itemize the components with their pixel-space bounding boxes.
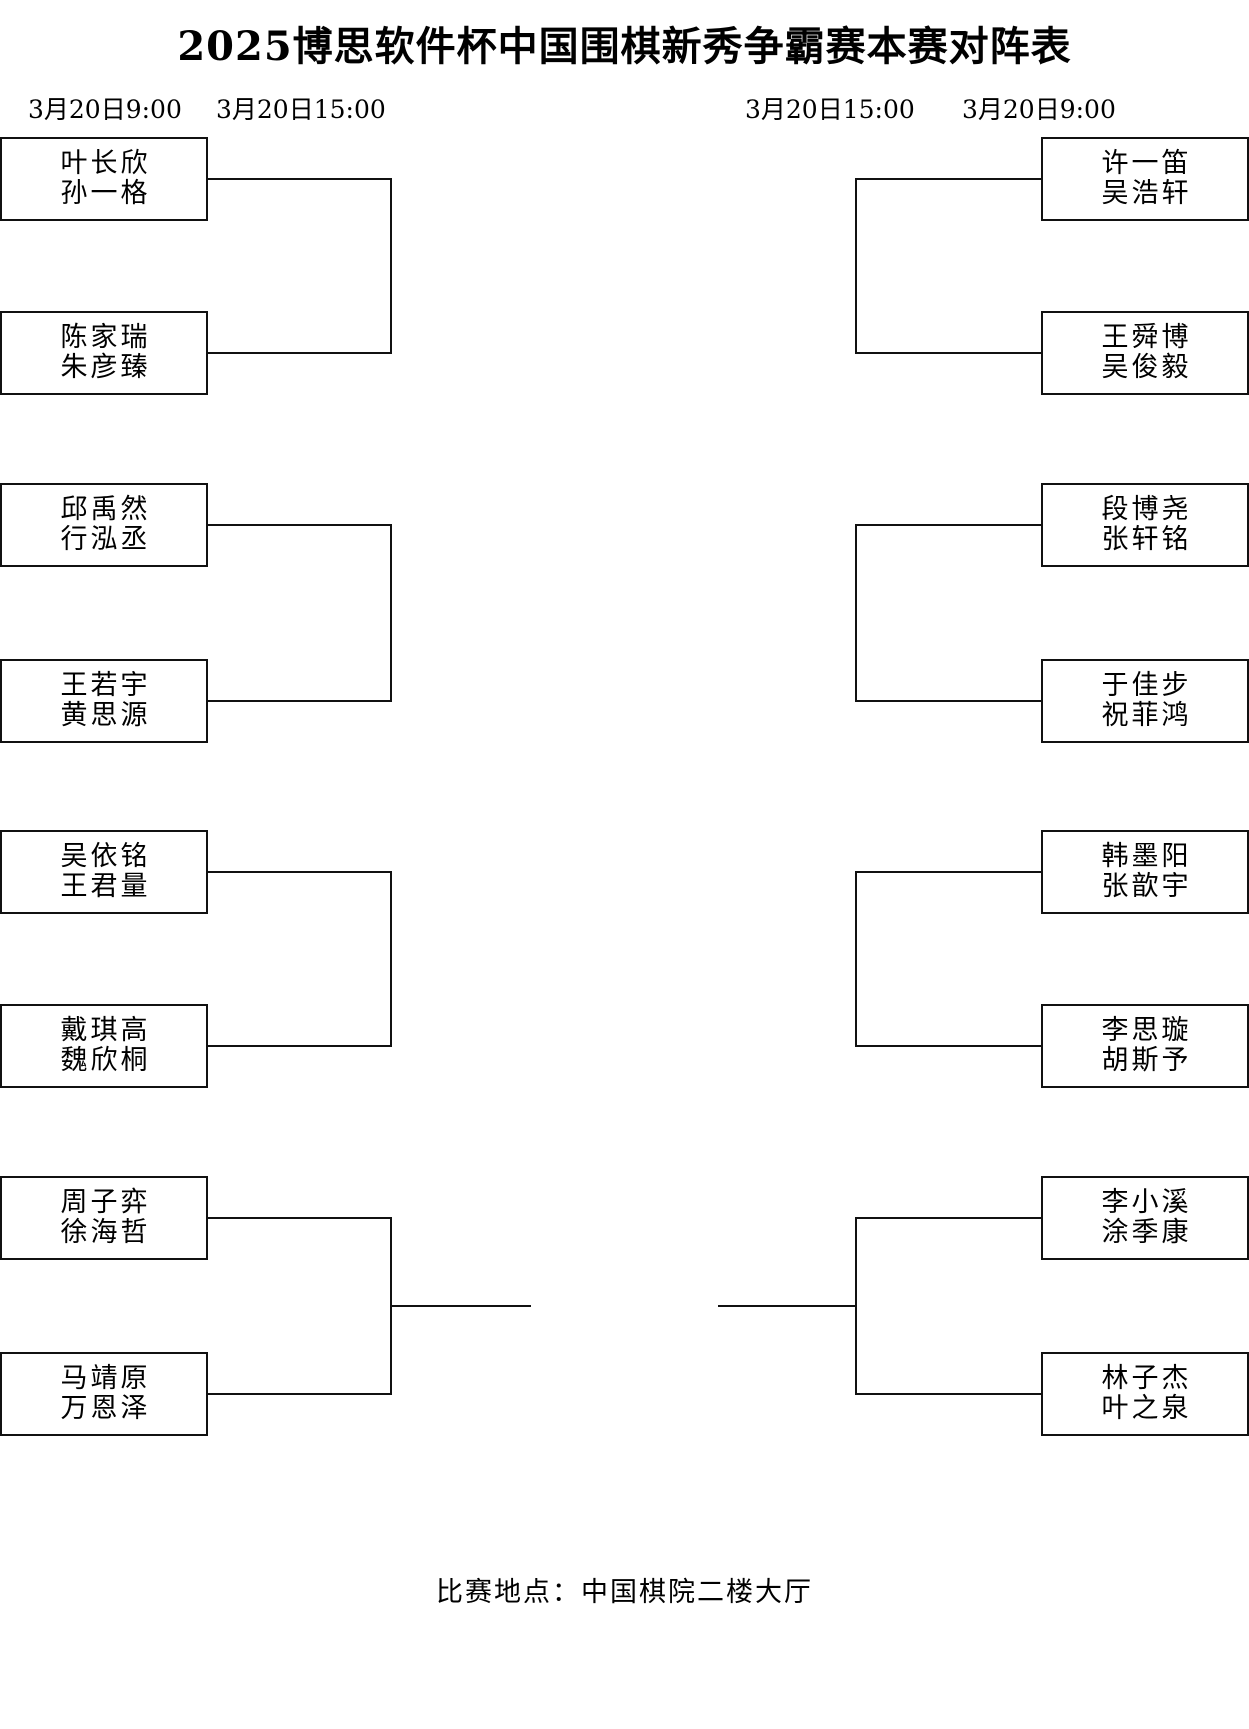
connector-right-1-bottom <box>855 352 1043 354</box>
player-name: 叶长欣 <box>60 147 151 179</box>
match-box-left-8[interactable]: 马靖原 万恩泽 <box>0 1352 208 1436</box>
player-name: 韩墨阳 <box>1101 840 1192 872</box>
connector-left-3-bottom <box>206 1045 392 1047</box>
player-name: 吴浩轩 <box>1101 178 1192 209</box>
player-name: 祝菲鸿 <box>1101 700 1192 731</box>
player-name: 叶之泉 <box>1101 1393 1192 1424</box>
connector-right-final <box>718 1305 857 1307</box>
connector-left-2-top <box>206 524 392 526</box>
connector-left-3-join <box>390 871 392 1047</box>
player-name: 陈家瑞 <box>60 321 151 353</box>
connector-left-final <box>390 1305 531 1307</box>
player-name: 周子弈 <box>60 1186 151 1218</box>
match-box-right-1[interactable]: 许一笛 吴浩轩 <box>1041 137 1249 221</box>
connector-left-4-top <box>206 1217 392 1219</box>
player-name: 于佳步 <box>1101 669 1192 701</box>
match-box-right-2[interactable]: 王舜博 吴俊毅 <box>1041 311 1249 395</box>
player-name: 邱禹然 <box>60 493 151 525</box>
player-name: 吴俊毅 <box>1101 352 1192 383</box>
connector-right-1-top <box>855 178 1043 180</box>
player-name: 孙一格 <box>60 178 151 209</box>
player-name: 李思璇 <box>1101 1014 1192 1046</box>
connector-right-3-bottom <box>855 1045 1043 1047</box>
player-name: 万恩泽 <box>60 1393 151 1424</box>
player-name: 李小溪 <box>1101 1186 1192 1218</box>
match-box-left-2[interactable]: 陈家瑞 朱彦臻 <box>0 311 208 395</box>
player-name: 王若宇 <box>60 669 151 701</box>
player-name: 行泓丞 <box>60 524 151 555</box>
match-box-right-8[interactable]: 李思璇 胡斯予 <box>1041 1004 1249 1088</box>
round-time-left-round2: 3月20日15:00 <box>216 95 386 124</box>
player-name: 马靖原 <box>60 1362 151 1394</box>
match-box-left-5[interactable]: 吴依铭 王君量 <box>0 830 208 914</box>
connector-right-1-join <box>855 178 857 354</box>
connector-right-2-bottom <box>855 700 1043 702</box>
player-name: 王舜博 <box>1101 321 1192 353</box>
match-box-right-6[interactable]: 李小溪 涂季康 <box>1041 1176 1249 1260</box>
connector-left-3-top <box>206 871 392 873</box>
player-name: 徐海哲 <box>60 1217 151 1248</box>
player-name: 胡斯予 <box>1101 1045 1192 1076</box>
player-name: 张轩铭 <box>1101 524 1192 555</box>
player-name: 黄思源 <box>60 700 151 731</box>
connector-right-3-top <box>855 871 1043 873</box>
match-box-right-7[interactable]: 林子杰 叶之泉 <box>1041 1352 1249 1436</box>
player-name: 段博尧 <box>1101 493 1192 525</box>
round-time-right-round2: 3月20日15:00 <box>745 95 915 124</box>
match-box-right-3[interactable]: 段博尧 张轩铭 <box>1041 483 1249 567</box>
player-name: 戴琪高 <box>60 1014 151 1046</box>
connector-left-2-join <box>390 524 392 702</box>
connector-right-4-top <box>855 1217 1043 1219</box>
match-box-right-5[interactable]: 韩墨阳 张歆宇 <box>1041 830 1249 914</box>
player-name: 吴依铭 <box>60 840 151 872</box>
round-time-left-round1: 3月20日9:00 <box>28 95 182 124</box>
player-name: 涂季康 <box>1101 1217 1192 1248</box>
connector-right-4-bottom <box>855 1393 1043 1395</box>
match-box-left-1[interactable]: 叶长欣 孙一格 <box>0 137 208 221</box>
connector-right-2-join <box>855 524 857 702</box>
connector-left-1-top <box>206 178 392 180</box>
round-time-right-round1: 3月20日9:00 <box>962 95 1116 124</box>
match-box-left-3[interactable]: 邱禹然 行泓丞 <box>0 483 208 567</box>
page-title: 2025博思软件杯中国围棋新秀争霸赛本赛对阵表 <box>177 23 1072 70</box>
match-box-right-4[interactable]: 于佳步 祝菲鸿 <box>1041 659 1249 743</box>
connector-left-1-join <box>390 178 392 354</box>
player-name: 林子杰 <box>1101 1362 1192 1394</box>
connector-right-3-join <box>855 871 857 1047</box>
player-name: 王君量 <box>60 871 151 902</box>
connector-left-2-bottom <box>206 700 392 702</box>
match-box-left-7[interactable]: 周子弈 徐海哲 <box>0 1176 208 1260</box>
match-box-left-6[interactable]: 戴琪高 魏欣桐 <box>0 1004 208 1088</box>
player-name: 魏欣桐 <box>60 1045 151 1076</box>
venue-note: 比赛地点：中国棋院二楼大厅 <box>436 1577 813 1608</box>
player-name: 张歆宇 <box>1101 871 1192 902</box>
connector-right-2-top <box>855 524 1043 526</box>
match-box-left-4[interactable]: 王若宇 黄思源 <box>0 659 208 743</box>
connector-left-1-bottom <box>206 352 392 354</box>
connector-left-4-bottom <box>206 1393 392 1395</box>
player-name: 朱彦臻 <box>60 352 151 383</box>
player-name: 许一笛 <box>1101 147 1192 179</box>
